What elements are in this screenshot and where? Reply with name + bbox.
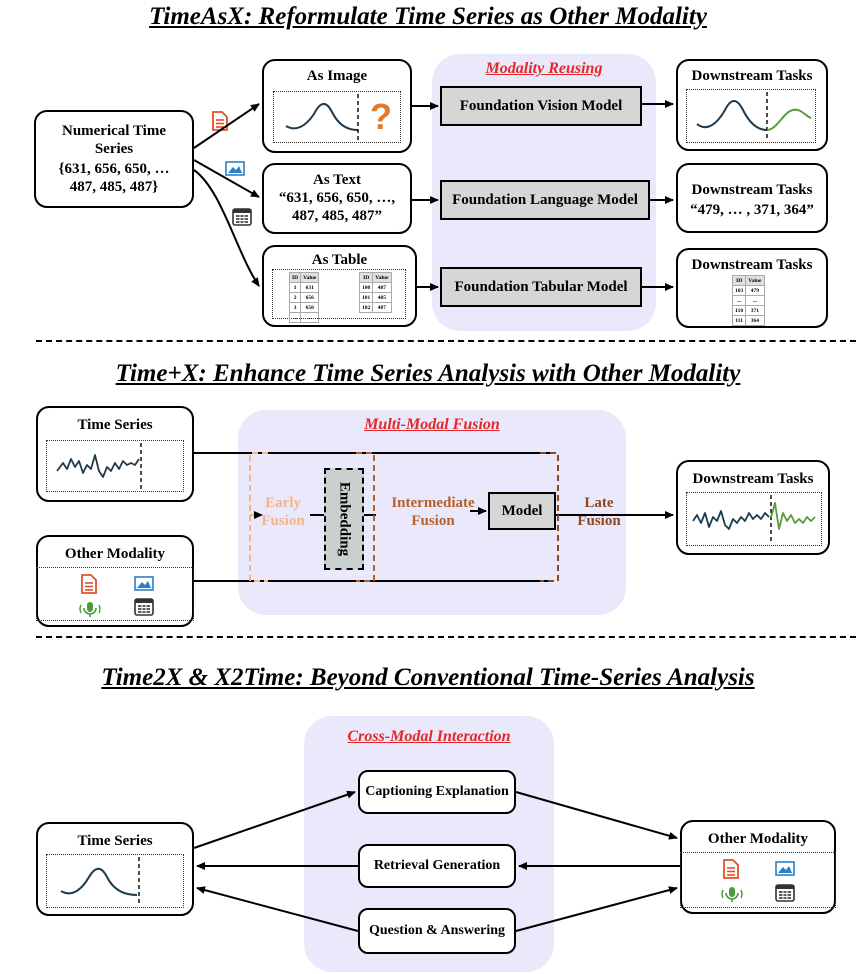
table-header: Value xyxy=(300,272,320,283)
retrieval-generation-box: Retrieval Generation xyxy=(358,844,516,888)
time-series-title: Time Series xyxy=(77,417,153,433)
time-series-plot-3 xyxy=(46,854,184,908)
foundation-vision-model: Foundation Vision Model xyxy=(440,86,642,126)
audio-icon xyxy=(79,600,101,623)
table-cell: 101 xyxy=(358,292,374,303)
downstream-title: Downstream Tasks xyxy=(691,68,813,84)
table-cell: 631 xyxy=(300,282,320,293)
table-header: Value xyxy=(372,272,392,283)
other-modality-title: Other Modality xyxy=(64,546,166,562)
table-cell: 103 xyxy=(731,285,747,296)
modality-reusing-label: Modality Reusing xyxy=(485,60,603,77)
table-icon xyxy=(232,208,252,231)
table-cell: 487 xyxy=(372,302,392,313)
image-icon xyxy=(134,576,154,596)
table-cell: 650 xyxy=(300,302,320,313)
section1-heading: TimeAsX: Reformulate Time Series as Othe… xyxy=(149,3,707,30)
late-fusion-label: Late Fusion xyxy=(577,495,621,529)
as-text-value: “631, 656, 650, …, 487, 485, 487” xyxy=(278,190,396,224)
downstream-fusion-plot xyxy=(686,492,822,546)
foundation-language-model: Foundation Language Model xyxy=(440,180,650,220)
embedding-box: Embedding xyxy=(324,468,364,570)
multi-modal-fusion-label: Multi-Modal Fusion xyxy=(364,416,500,433)
numerical-time-series-box: Numerical Time Series {631, 656, 650, … … xyxy=(34,110,194,208)
table-cell: ... xyxy=(288,312,302,323)
downstream-vision-box: Downstream Tasks xyxy=(676,59,828,151)
other-modality-box: Other Modality xyxy=(36,535,194,627)
as-image-plot: ? xyxy=(273,91,401,143)
numerical-time-series-title: Numerical Time Series xyxy=(61,123,166,157)
section3-heading: Time2X & X2Time: Beyond Conventional Tim… xyxy=(101,664,755,691)
table-icon xyxy=(775,884,795,907)
captioning-explanation-box: Captioning Explanation xyxy=(358,770,516,814)
table-cell: 364 xyxy=(745,315,765,326)
other-modality-icons xyxy=(36,567,194,621)
as-text-box: As Text “631, 656, 650, …, 487, 485, 487… xyxy=(262,163,412,234)
image-icon xyxy=(775,861,795,881)
downstream-title: Downstream Tasks xyxy=(691,182,813,198)
document-icon xyxy=(81,574,97,599)
table-cell: 479 xyxy=(745,285,765,296)
table-cell: 656 xyxy=(300,292,320,303)
table-cell: 1 xyxy=(288,282,302,293)
table-header: Value xyxy=(745,275,765,286)
section2-heading: Time+X: Enhance Time Series Analysis wit… xyxy=(115,360,741,387)
question-answering-box: Question & Answering xyxy=(358,908,516,954)
downstream-title: Downstream Tasks xyxy=(692,471,814,487)
downstream-fusion-box: Downstream Tasks xyxy=(676,460,830,555)
section-divider xyxy=(36,636,856,638)
section-divider xyxy=(36,340,856,342)
table-cell: 371 xyxy=(745,305,765,316)
embedding-label: Embedding xyxy=(336,481,353,557)
as-text-title: As Text xyxy=(313,172,361,188)
foundation-tabular-model: Foundation Tabular Model xyxy=(440,267,642,307)
time-series-title: Time Series xyxy=(77,833,153,849)
time-series-box-3: Time Series xyxy=(36,822,194,916)
document-icon xyxy=(723,859,739,884)
table-cell: 2 xyxy=(288,292,302,303)
as-table-title: As Table xyxy=(311,252,368,268)
numerical-time-series-values: {631, 656, 650, … 487, 485, 487} xyxy=(58,161,170,195)
other-modality-title: Other Modality xyxy=(707,831,809,847)
table-cell: 100 xyxy=(358,282,374,293)
table-icon xyxy=(134,598,154,621)
table-cell: ... xyxy=(300,312,320,323)
time-series-plot xyxy=(46,440,184,492)
as-image-title: As Image xyxy=(306,68,368,84)
document-icon xyxy=(212,111,228,136)
table-cell: 102 xyxy=(358,302,374,313)
table-header: ID xyxy=(288,272,302,283)
downstream-text-value: “479, … , 371, 364” xyxy=(690,202,814,218)
downstream-forecast-plot xyxy=(686,89,816,143)
table-header: ID xyxy=(731,275,747,286)
cross-modal-interaction-label: Cross-Modal Interaction xyxy=(347,728,511,745)
audio-icon xyxy=(721,885,743,908)
downstream-text-box: Downstream Tasks “479, … , 371, 364” xyxy=(676,163,828,233)
downstream-title: Downstream Tasks xyxy=(691,257,813,273)
time-series-box: Time Series xyxy=(36,406,194,502)
table-cell: ... xyxy=(745,295,765,306)
table-cell: 3 xyxy=(288,302,302,313)
table-cell: 487 xyxy=(372,282,392,293)
as-image-box: As Image ? xyxy=(262,59,412,153)
intermediate-fusion-label: Intermediate Fusion xyxy=(391,495,475,529)
table-cell: 485 xyxy=(372,292,392,303)
early-fusion-label: Early Fusion xyxy=(261,495,305,529)
other-modality-icons-3 xyxy=(680,852,836,908)
image-icon xyxy=(225,161,245,181)
table-cell: 110 xyxy=(731,305,747,316)
model-box: Model xyxy=(488,492,556,530)
question-icon: ? xyxy=(370,96,392,137)
table-cell: 111 xyxy=(731,315,747,326)
table-cell: ... xyxy=(731,295,747,306)
other-modality-box-3: Other Modality xyxy=(680,820,836,914)
table-header: ID xyxy=(358,272,374,283)
